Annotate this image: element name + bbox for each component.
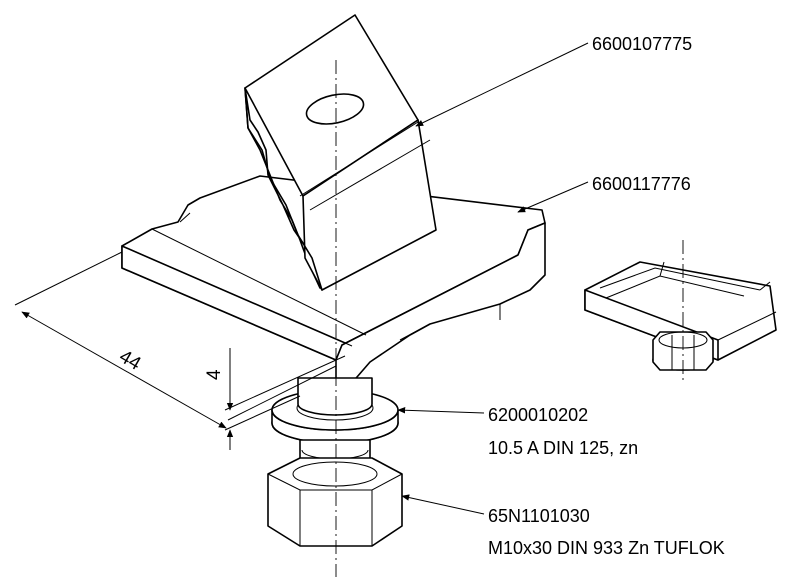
hex-nut	[267, 457, 403, 547]
t-slot-nut-detail	[584, 261, 777, 371]
callout-washer-spec: 10.5 A DIN 125, zn	[488, 438, 638, 458]
dimension-4-label: 4	[204, 369, 225, 380]
callout-nut-spec: M10x30 DIN 933 Zn TUFLOK	[488, 538, 725, 558]
callout-leaders	[397, 42, 589, 515]
callout-labels: 6600107775 6600117776 6200010202 10.5 A …	[488, 34, 725, 558]
callout-nut-part: 65N1101030	[488, 506, 590, 526]
upper-clamp-piece	[244, 14, 437, 291]
bolt-hole	[305, 93, 365, 125]
callout-top-part: 6600107775	[592, 34, 692, 54]
center-lines	[335, 60, 684, 577]
dimension-44-label: 44	[116, 346, 145, 375]
callout-washer-part: 6200010202	[488, 405, 588, 425]
callout-base-part: 6600117776	[592, 174, 691, 194]
dimension-4: 4	[204, 348, 346, 450]
